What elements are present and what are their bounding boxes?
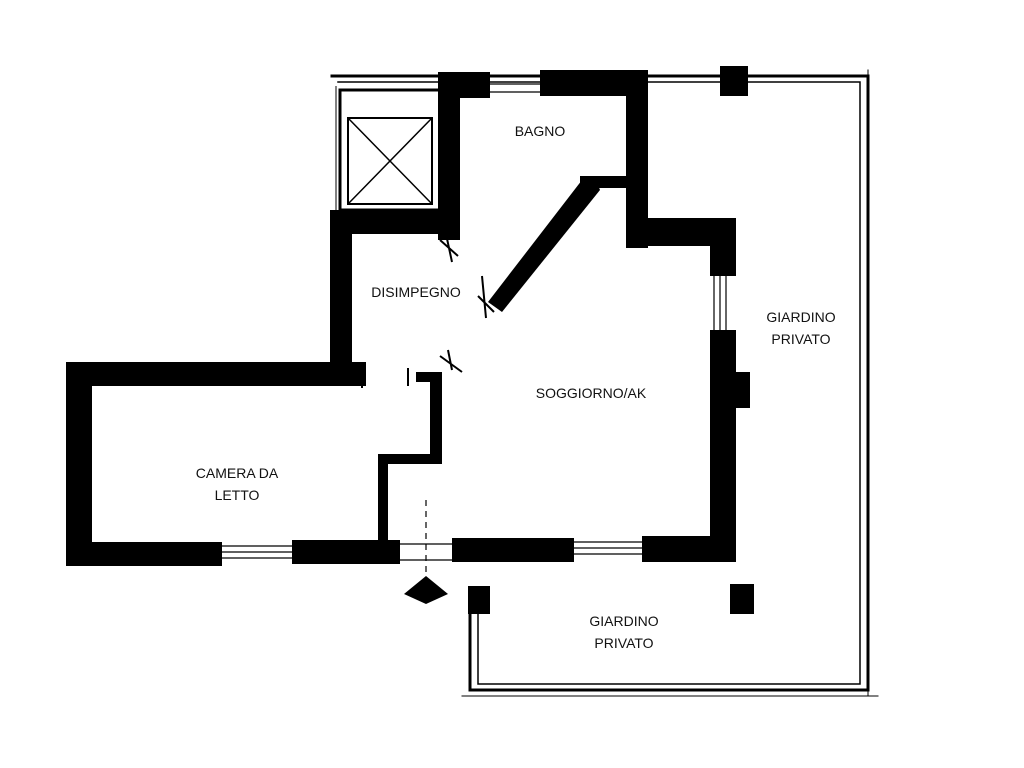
room-label-bagno: BAGNO (514, 123, 566, 139)
walls (66, 66, 754, 614)
garden-boundary (330, 69, 879, 697)
room-label-camera: CAMERA DA LETTO (195, 465, 279, 503)
room-label-giardino-est: GIARDINO PRIVATO (766, 309, 836, 347)
room-label-disimpegno: DISIMPEGNO (371, 284, 461, 300)
door-swings (361, 233, 495, 388)
room-label-giardino-sud: GIARDINO PRIVATO (589, 613, 659, 651)
windows (222, 75, 727, 580)
room-label-soggiorno: SOGGIORNO/AK (535, 385, 647, 401)
storage-closet (335, 86, 442, 216)
